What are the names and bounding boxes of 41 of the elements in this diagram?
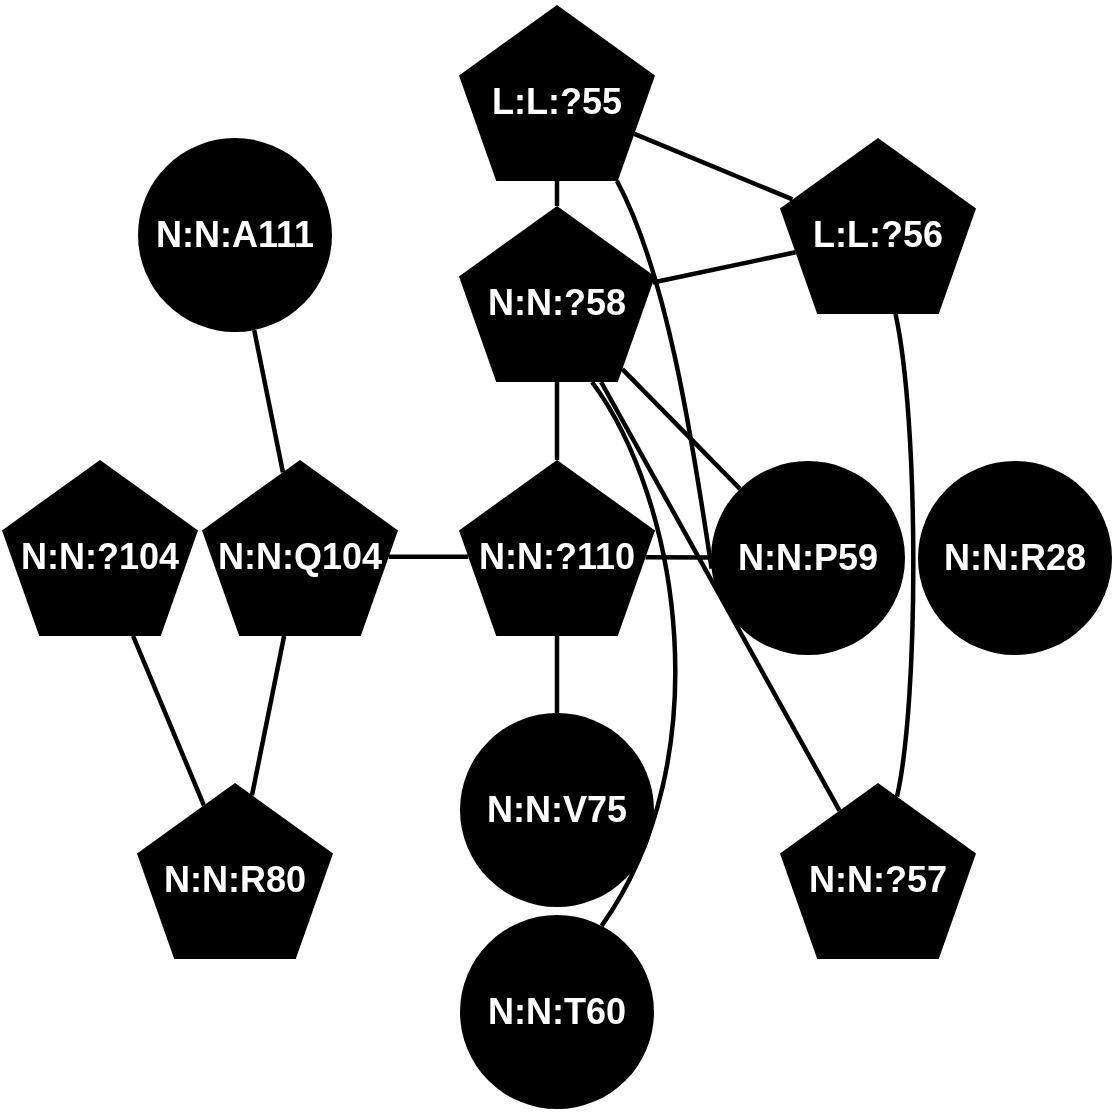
node-label: N:N:P59 (738, 540, 878, 576)
circle-node (711, 461, 905, 655)
pentagon-node (2, 460, 198, 636)
node-label: N:N:?57 (809, 861, 947, 898)
connector-line (249, 635, 287, 796)
connector-line (633, 131, 794, 202)
node-label: N:N:R28 (944, 540, 1086, 576)
connector-line (388, 554, 469, 560)
circle-node (138, 138, 332, 332)
pentagon-node (459, 5, 655, 181)
connector-line (599, 380, 842, 812)
pentagon-node (780, 138, 976, 314)
connector-line (652, 250, 796, 285)
connector-line (252, 329, 286, 473)
pentagon-node (137, 783, 333, 959)
node-label: N:N:?104 (21, 538, 179, 575)
node-label: N:N:R80 (164, 861, 306, 898)
node-label: L:L:?55 (492, 83, 622, 120)
connector-line (131, 635, 206, 807)
connector-line (590, 380, 678, 928)
connector-line (554, 636, 560, 713)
connector-line (893, 313, 916, 797)
connector-line (645, 554, 711, 560)
connector-line (554, 382, 560, 460)
pentagon-node (459, 206, 655, 382)
node-label: N:N:A111 (155, 217, 315, 253)
pentagon-node (780, 783, 976, 959)
connector-line (620, 367, 742, 491)
pentagon-node (202, 460, 398, 636)
connector-line (614, 180, 714, 570)
pentagon-node (459, 460, 655, 636)
node-label: N:N:Q104 (218, 538, 382, 575)
circle-node (460, 915, 654, 1109)
node-label: N:N:V75 (487, 792, 627, 828)
connector-line (554, 181, 560, 206)
circle-node (918, 461, 1112, 655)
node-label: N:N:?58 (488, 284, 626, 321)
circle-node (460, 713, 654, 907)
node-label: N:N:?110 (479, 538, 635, 575)
node-label: L:L:?56 (813, 216, 943, 253)
node-label: N:N:T60 (488, 994, 626, 1030)
